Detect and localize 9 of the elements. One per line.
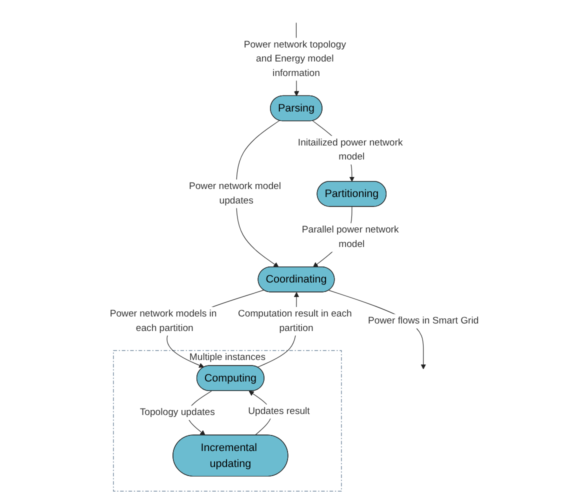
edge-label: Power network models in each partition (110, 308, 218, 334)
edge-label: Topology updates (140, 407, 216, 418)
edge-label: Power flows in Smart Grid (368, 316, 479, 326)
edge-label: Updates result (248, 406, 310, 416)
edge-label: Initailized power network model (298, 138, 403, 162)
edge-label: Power network model updates (189, 181, 282, 206)
edge-label: Parallel power network model (302, 224, 400, 250)
edge-label: Power network topology and Energy model information (244, 39, 346, 78)
edge-label: Computation result in each partition (238, 308, 352, 334)
